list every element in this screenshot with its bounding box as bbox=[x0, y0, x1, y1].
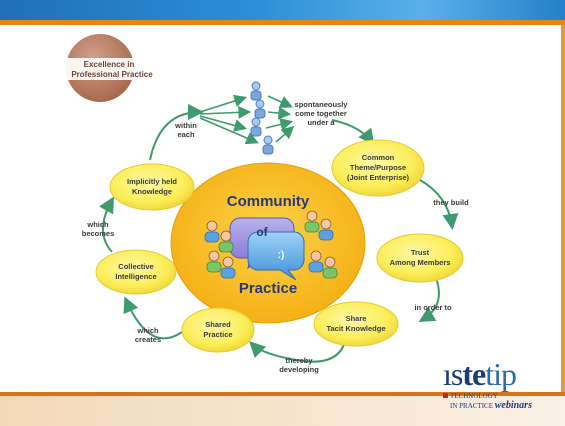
speech-bubble-blue bbox=[247, 231, 305, 281]
top-header-bar bbox=[0, 0, 565, 20]
node-shared-practice: Shared Practice bbox=[181, 307, 255, 353]
fan-arrows bbox=[199, 94, 295, 145]
node-share-line2: Tacit Knowledge bbox=[326, 324, 385, 333]
fan-arrow-7 bbox=[265, 118, 294, 131]
logo-te: te bbox=[462, 356, 486, 392]
top-orange-stripe bbox=[0, 20, 565, 25]
person-icon bbox=[206, 250, 222, 273]
logo-sub-technology: TECHNOLOGY bbox=[450, 392, 498, 400]
label-spontaneously: spontaneously bbox=[295, 100, 349, 109]
label-under-a: under a bbox=[307, 118, 335, 127]
fan-arrow-3 bbox=[199, 115, 248, 132]
label-each: each bbox=[177, 130, 195, 139]
person-icon bbox=[262, 135, 274, 155]
node-shared-line1: Shared bbox=[205, 320, 231, 329]
node-collective-line2: Intelligence bbox=[115, 272, 156, 281]
node-share-line1: Share bbox=[346, 314, 367, 323]
people-group-left bbox=[204, 220, 236, 279]
label-which-2: which bbox=[86, 220, 109, 229]
node-trust: Trust Among Members bbox=[376, 233, 464, 283]
logo-sub-webinars: webinars bbox=[494, 400, 532, 411]
fan-arrow-1 bbox=[199, 94, 248, 113]
footer-bar bbox=[0, 396, 565, 426]
node-common-line1: Common bbox=[362, 153, 395, 162]
center-community-of-practice: Community Practice of :) bbox=[170, 162, 366, 324]
arrow-share-to-shared bbox=[249, 337, 347, 363]
center-title-practice: Practice bbox=[239, 280, 297, 297]
node-implicit-line1: Implicitly held bbox=[127, 177, 177, 186]
fan-arrow-6 bbox=[267, 106, 292, 120]
person-icon bbox=[220, 256, 236, 279]
center-title-of: of bbox=[256, 225, 268, 239]
node-common-theme: Common Theme/Purpose (Joint Enterprise) bbox=[331, 139, 425, 197]
label-come-together: come together bbox=[295, 109, 347, 118]
person-icon bbox=[322, 256, 338, 279]
node-shared-line2: Practice bbox=[203, 330, 232, 339]
logo-tip: tip bbox=[485, 356, 517, 392]
node-trust-line1: Trust bbox=[411, 248, 430, 257]
people-group-right bbox=[304, 210, 338, 279]
node-trust-line2: Among Members bbox=[390, 258, 451, 267]
node-common-line2: Theme/Purpose bbox=[350, 163, 406, 172]
person-icon bbox=[250, 81, 262, 101]
arrow-shared-to-collective bbox=[123, 296, 183, 340]
center-title-community: Community bbox=[227, 193, 310, 210]
logo-subtitle: TECHNOLOGY IN PRACTICE webinars bbox=[443, 392, 532, 411]
person-icon bbox=[318, 218, 334, 241]
logo-red-square-icon bbox=[443, 393, 448, 398]
arrow-common-to-trust bbox=[419, 179, 459, 230]
node-share-tacit: Share Tacit Knowledge bbox=[313, 301, 399, 347]
label-creates: creates bbox=[135, 335, 161, 344]
node-implicit-knowledge: Implicitly held Knowledge bbox=[109, 163, 195, 211]
badge-label-backdrop bbox=[62, 58, 166, 80]
label-in-order-to: in order to bbox=[414, 303, 452, 312]
label-within: within bbox=[174, 121, 197, 130]
label-developing: developing bbox=[279, 365, 319, 374]
person-icon bbox=[218, 230, 234, 253]
badge-line2: Professional Practice bbox=[71, 70, 153, 79]
istetip-logo: ıstetip TECHNOLOGY IN PRACTICE webinars bbox=[443, 356, 555, 411]
logo-wordmark: ıstetip bbox=[443, 356, 517, 392]
fan-arrow-2 bbox=[199, 106, 252, 119]
badge-line1: Excellence in bbox=[84, 60, 135, 69]
person-icon bbox=[304, 210, 320, 233]
smiley-icon: :) bbox=[278, 250, 285, 261]
person-icon bbox=[254, 99, 266, 119]
person-icon bbox=[250, 117, 262, 137]
label-they-build: they build bbox=[433, 198, 469, 207]
label-which-1: which bbox=[136, 326, 159, 335]
arrow-spontaneous-to-common bbox=[331, 119, 375, 146]
label-thereby: thereby bbox=[285, 356, 313, 365]
node-common-line3: (Joint Enterprise) bbox=[347, 173, 410, 182]
cycle-arrows bbox=[99, 104, 459, 363]
people-cluster bbox=[250, 81, 274, 155]
fan-arrow-4 bbox=[199, 117, 259, 145]
fan-arrow-5 bbox=[267, 95, 293, 108]
arrow-implicit-to-within bbox=[149, 104, 204, 161]
link-labels: within each spontaneously come together … bbox=[82, 100, 469, 374]
arrow-trust-to-share bbox=[418, 277, 440, 323]
label-becomes: becomes bbox=[82, 229, 115, 238]
fan-arrow-8 bbox=[275, 125, 295, 143]
footer-orange-stripe bbox=[0, 392, 565, 396]
node-collective-intelligence: Collective Intelligence bbox=[95, 249, 177, 295]
person-icon bbox=[204, 220, 220, 243]
logo-is: ıs bbox=[443, 356, 463, 392]
excellence-badge: Excellence in Professional Practice bbox=[62, 34, 166, 102]
node-collective-line1: Collective bbox=[118, 262, 153, 271]
logo-sub-in-practice: IN PRACTICE bbox=[450, 402, 493, 410]
node-implicit-line2: Knowledge bbox=[132, 187, 172, 196]
person-icon bbox=[308, 250, 324, 273]
right-edge-stripe bbox=[561, 25, 565, 392]
arrow-collective-to-implicit bbox=[99, 196, 114, 253]
